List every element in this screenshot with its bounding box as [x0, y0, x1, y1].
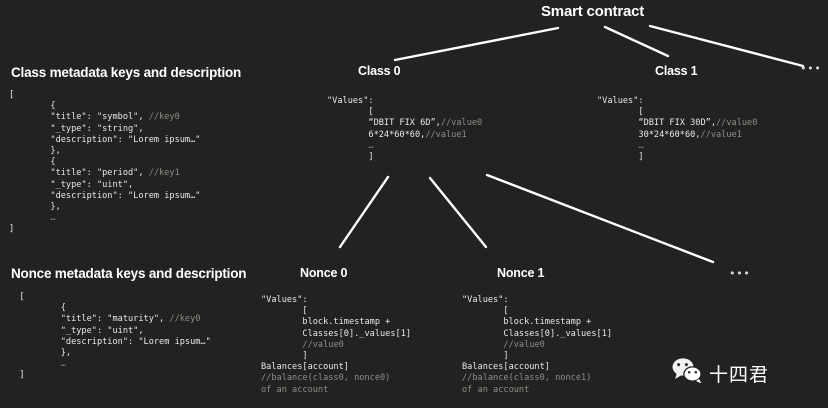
- classes-more-ellipsis: •••: [800, 62, 822, 75]
- nonce-metadata-heading: Nonce metadata keys and description: [11, 266, 247, 281]
- watermark: 十四君: [672, 358, 769, 388]
- edge-class0-to-noncemore: [485, 173, 715, 264]
- watermark-text: 十四君: [709, 363, 770, 386]
- root-node-title: Smart contract: [541, 3, 645, 20]
- nonce0-node-code: "Values": [ block.timestamp + Classes[0]…: [261, 295, 412, 395]
- edge-root-to-class0: [393, 26, 560, 62]
- class1-node-title: Class 1: [655, 64, 698, 78]
- nonce1-node-title: Nonce 1: [497, 266, 545, 280]
- nonces-more-ellipsis: •••: [729, 267, 751, 280]
- edge-root-to-class1: [603, 25, 670, 58]
- edge-class0-to-nonce1: [428, 176, 488, 249]
- edge-class0-to-nonce0: [338, 175, 390, 249]
- class-metadata-heading: Class metadata keys and description: [11, 65, 242, 80]
- nonce1-node-code: "Values": [ block.timestamp + Classes[0]…: [462, 295, 613, 395]
- wechat-icon: [672, 358, 702, 388]
- class-metadata-code: [ { "title": "symbol", //key0 "_type": "…: [9, 90, 201, 235]
- edge-root-to-classmore: [648, 24, 805, 68]
- nonce-metadata-code: [ { "title": "maturity", //key0 "_type":…: [9, 292, 211, 381]
- class0-node-title: Class 0: [358, 64, 401, 78]
- class0-node-code: "Values": [ “DBIT FIX 6D”,//value0 6*24*…: [327, 96, 483, 163]
- nonce0-node-title: Nonce 0: [300, 266, 348, 280]
- class1-node-code: "Values": [ “DBIT FIX 30D”,//value0 30*2…: [597, 96, 758, 163]
